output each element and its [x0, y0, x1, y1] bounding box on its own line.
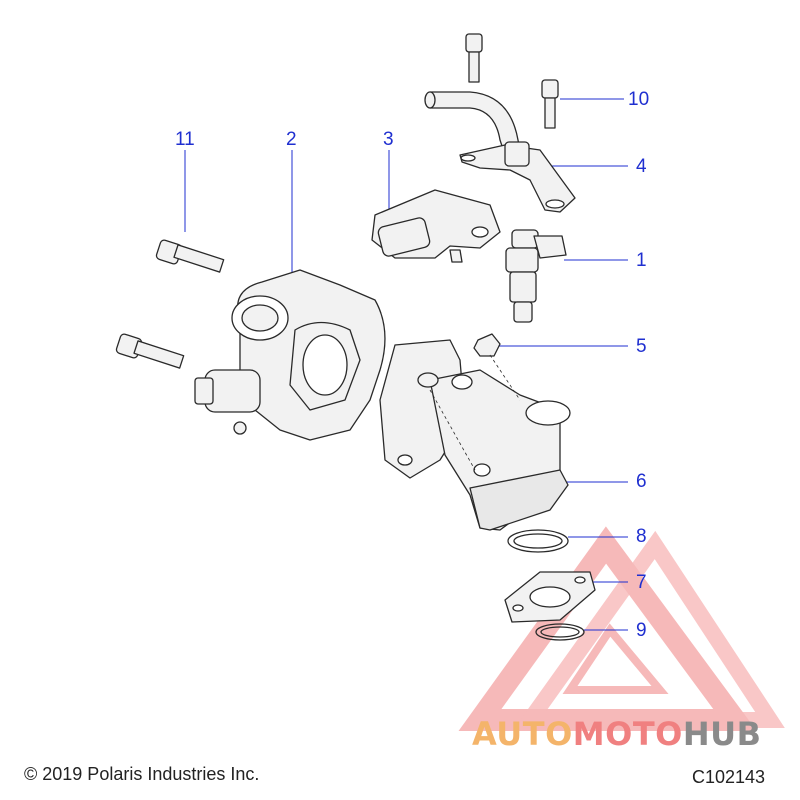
- callout-2[interactable]: 2: [286, 129, 297, 150]
- bolt-11-lower: [115, 333, 185, 369]
- callout-5[interactable]: 5: [636, 336, 647, 357]
- fuel-rail-bracket: [424, 91, 576, 213]
- watermark-part-hub: HUB: [682, 715, 762, 753]
- flange-nut: [473, 333, 501, 357]
- spacer-plate: [504, 571, 596, 623]
- callout-11[interactable]: 11: [175, 129, 195, 150]
- watermark-part-auto: AUTO: [472, 715, 573, 753]
- map-sensor: [371, 189, 501, 263]
- seal-ring-8: [507, 529, 569, 553]
- seal-ring-9: [535, 623, 585, 641]
- callout-9[interactable]: 9: [636, 620, 647, 641]
- callout-7[interactable]: 7: [636, 572, 647, 593]
- bolt-10: [541, 79, 559, 129]
- diagram-code: C102143: [692, 767, 766, 787]
- watermark-text: AUTOMOTOHUB: [472, 718, 762, 750]
- parts: [115, 33, 596, 641]
- callout-4[interactable]: 4: [636, 156, 647, 177]
- callout-8[interactable]: 8: [636, 526, 647, 547]
- callout-1[interactable]: 1: [636, 250, 647, 271]
- bolt-top: [465, 33, 483, 83]
- watermark-logo: [458, 526, 785, 731]
- callout-10[interactable]: 10: [628, 89, 650, 110]
- watermark-part-moto: MOTO: [572, 715, 683, 753]
- fuel-injector: [505, 229, 567, 323]
- bolt-11-upper: [155, 239, 225, 273]
- callout-3[interactable]: 3: [383, 129, 394, 150]
- callout-6[interactable]: 6: [636, 471, 647, 492]
- intake-manifold: [379, 339, 571, 531]
- throttle-body: [194, 269, 386, 441]
- copyright-text: © 2019 Polaris Industries Inc.: [24, 764, 260, 784]
